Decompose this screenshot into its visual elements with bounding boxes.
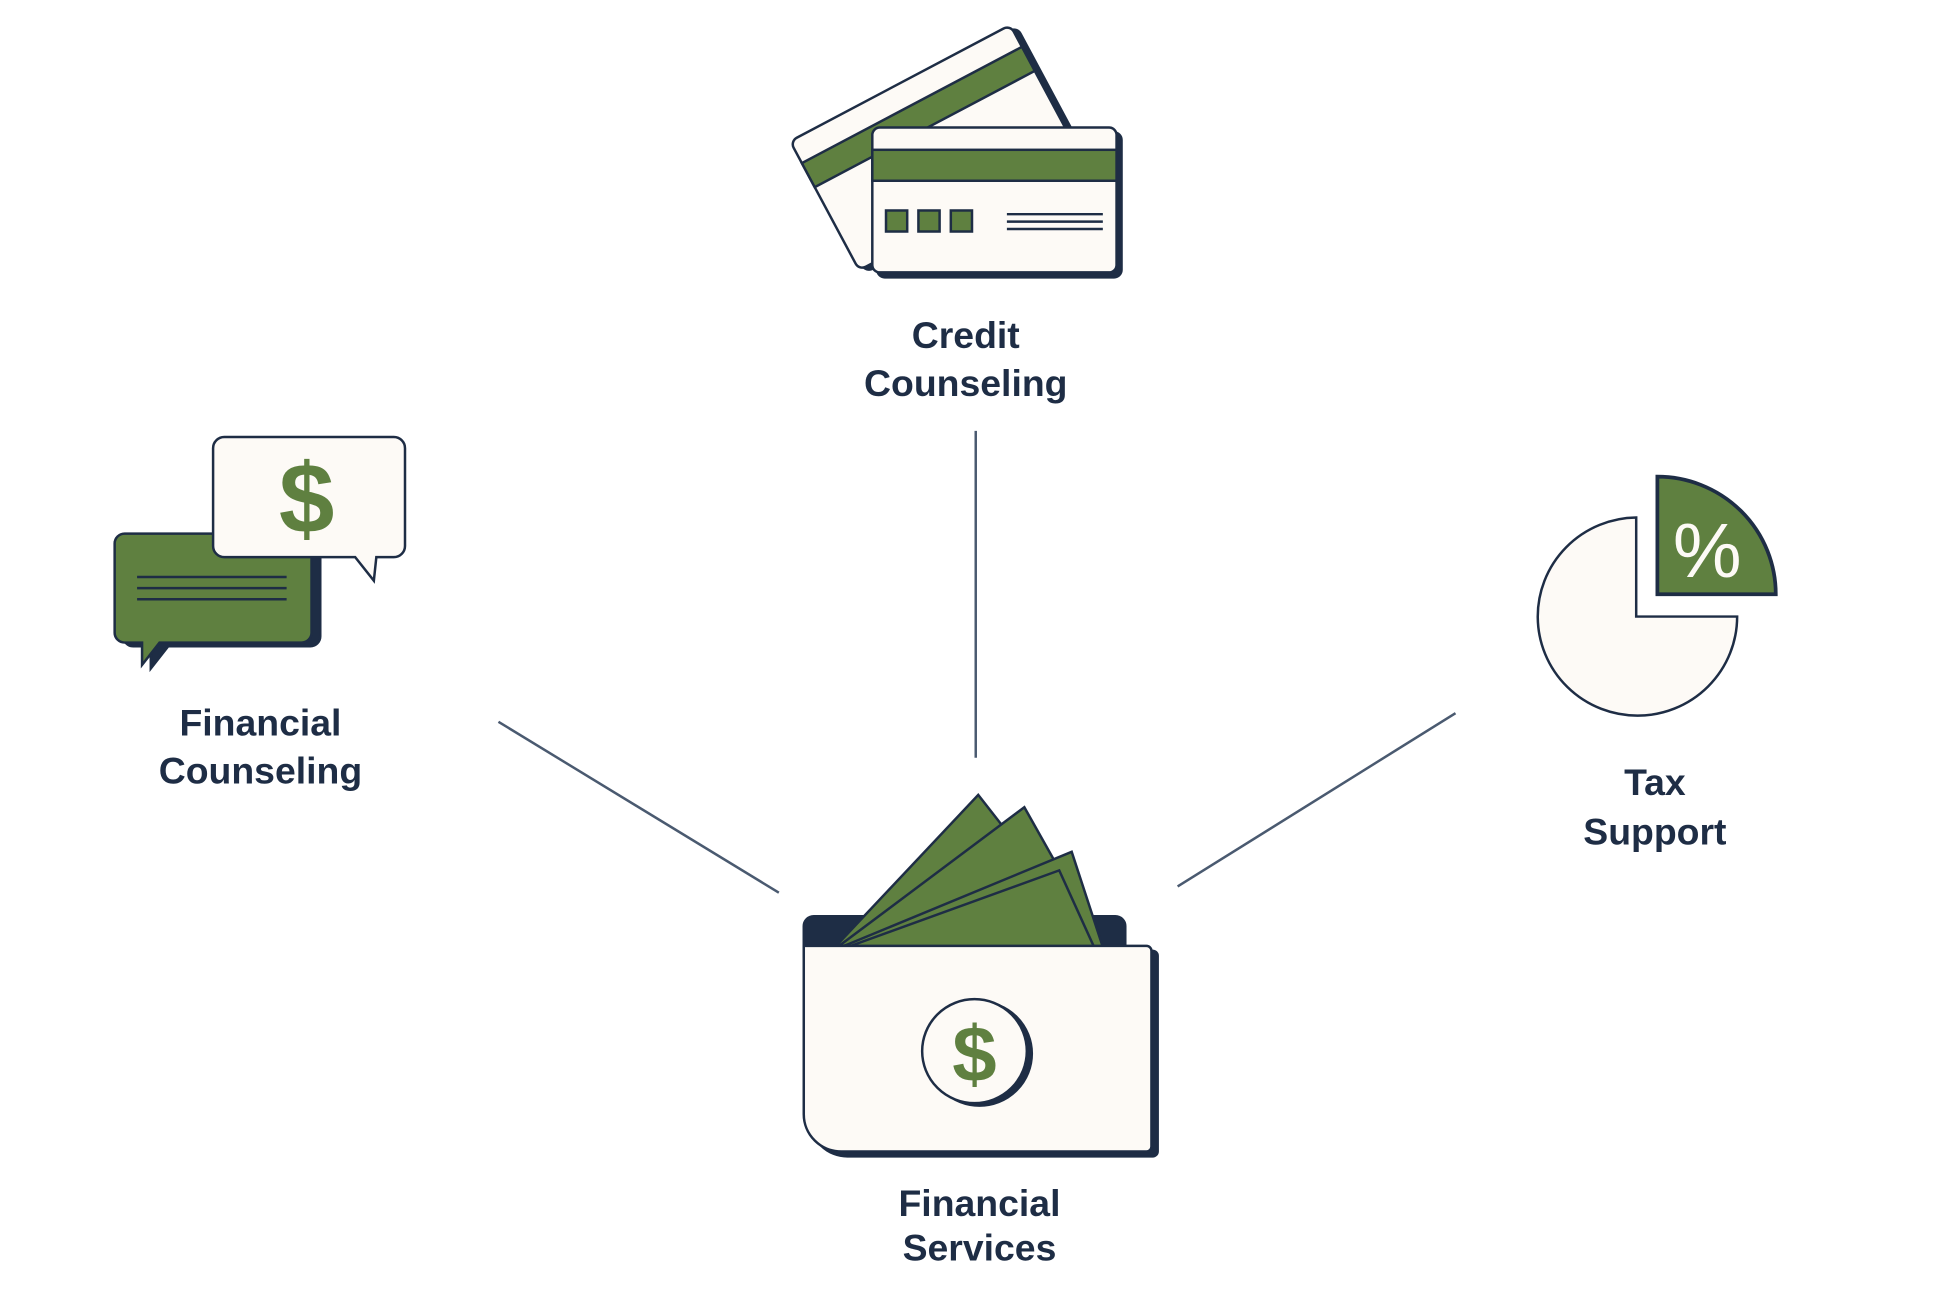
credit-label-line1: Credit [912,314,1020,356]
percent-symbol: % [1673,508,1742,594]
tax-label-line1: Tax [1624,761,1686,803]
connector-tax [1176,712,1457,888]
counseling-label-line1: Financial [179,702,341,744]
wallet-dollar-symbol: $ [952,1009,996,1098]
credit-label-line2: Counseling [864,362,1067,404]
wallet-cash-icon [802,792,1159,1158]
pie-chart-percent-icon [1536,474,1778,717]
credit-cards-icon [791,26,1123,279]
chat-dollar-symbol: $ [279,444,334,555]
connectors [497,430,1457,894]
connector-counseling [497,720,780,894]
center-label-line1: Financial [898,1182,1060,1224]
chat-bubbles-dollar-icon [113,435,407,673]
center-label-line2: Services [903,1226,1057,1268]
tax-label-line2: Support [1583,810,1726,852]
counseling-label-line2: Counseling [159,750,362,792]
